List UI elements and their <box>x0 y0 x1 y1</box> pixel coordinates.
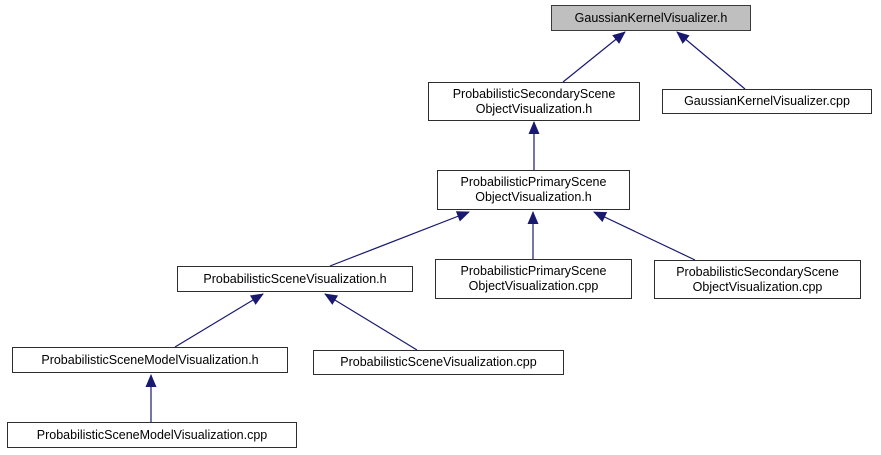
node-gaussiankernelvisualizer-h: GaussianKernelVisualizer.h <box>551 5 751 31</box>
edge-scenevis-h-to-primary-h <box>329 211 470 267</box>
edge-secondary-cpp-to-primary-h <box>593 211 696 261</box>
edge-secondary-h-to-gaussian-h <box>562 31 626 83</box>
node-probabilisticprimarysceneobjectvisualization-cpp[interactable]: ProbabilisticPrimaryScene ObjectVisualiz… <box>435 259 632 299</box>
edge-scenevis-cpp-to-scenevis-h <box>324 293 418 351</box>
node-probabilisticscenemodelvisualization-h[interactable]: ProbabilisticSceneModelVisualization.h <box>12 347 288 373</box>
node-probabilisticscenemodelvisualization-cpp[interactable]: ProbabilisticSceneModelVisualization.cpp <box>7 422 297 448</box>
node-probabilisticscenevisualization-cpp[interactable]: ProbabilisticSceneVisualization.cpp <box>313 350 564 375</box>
edge-gaussian-cpp-to-gaussian-h <box>676 31 746 90</box>
node-probabilisticprimarysceneobjectvisualization-h[interactable]: ProbabilisticPrimaryScene ObjectVisualiz… <box>437 170 630 210</box>
node-probabilisticsecondarysceneobjectvisualization-cpp[interactable]: ProbabilisticSecondaryScene ObjectVisual… <box>654 260 861 299</box>
node-probabilisticscenevisualization-h[interactable]: ProbabilisticSceneVisualization.h <box>177 266 413 292</box>
edge-model-h-to-scenevis-h <box>174 293 264 348</box>
node-gaussiankernelvisualizer-cpp[interactable]: GaussianKernelVisualizer.cpp <box>662 89 872 114</box>
node-probabilisticsecondarysceneobjectvisualization-h[interactable]: ProbabilisticSecondaryScene ObjectVisual… <box>428 82 640 121</box>
